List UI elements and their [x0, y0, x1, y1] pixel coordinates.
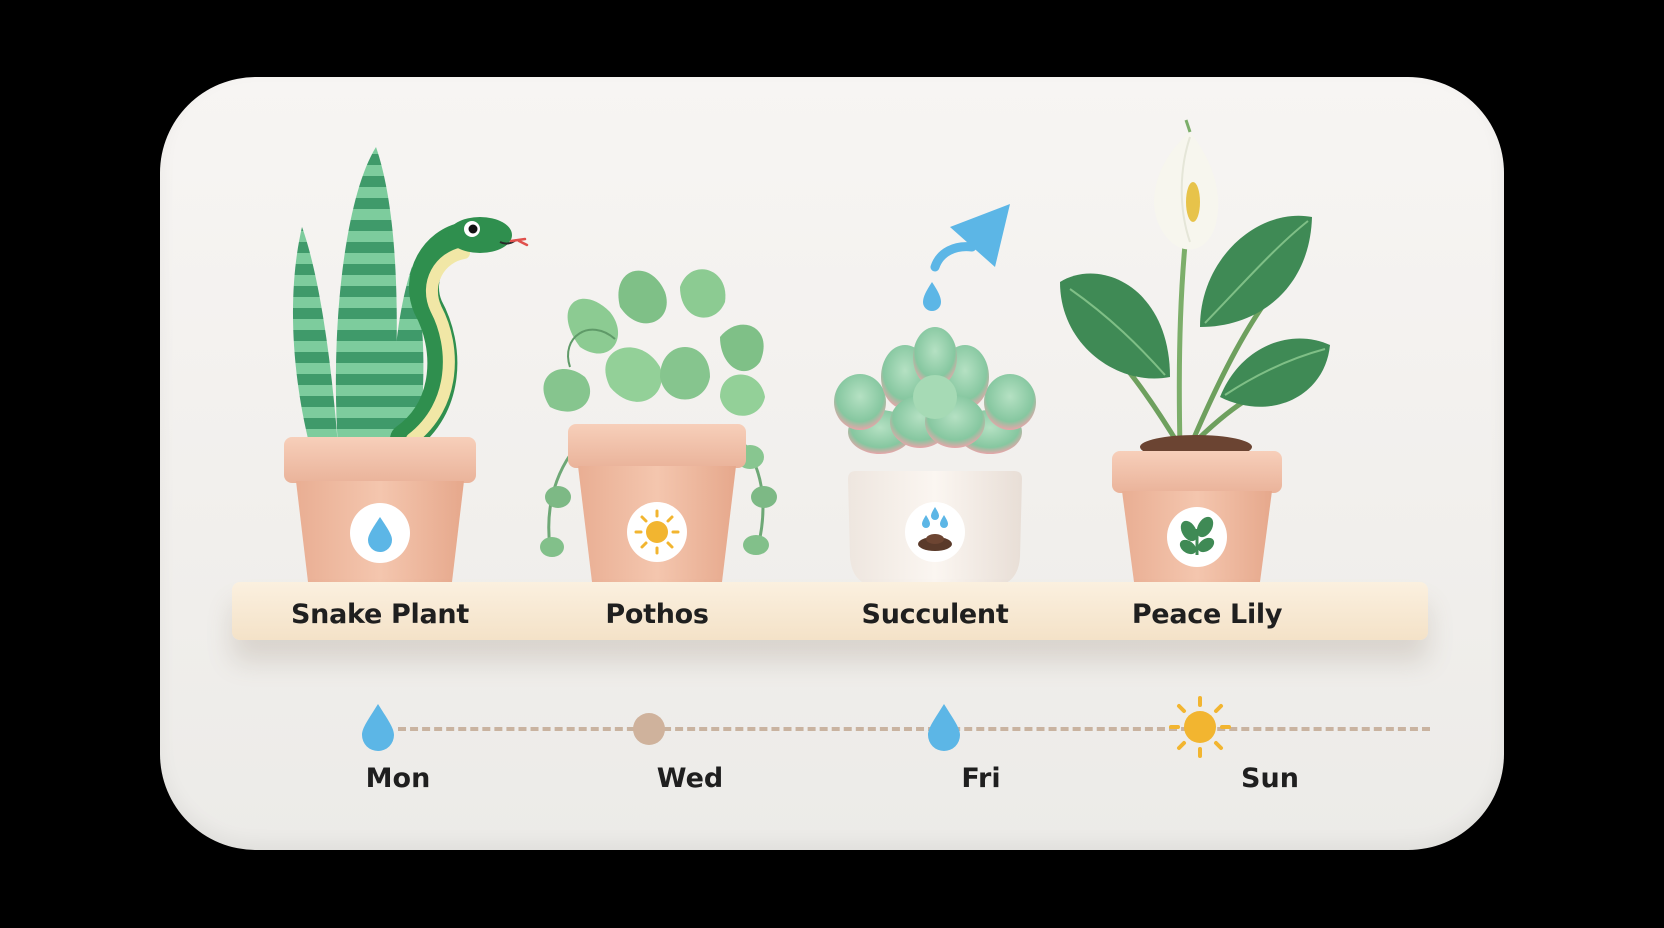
- snake-plant: [284, 147, 529, 587]
- plant-name-succulent: Succulent: [861, 599, 1009, 630]
- lily-flower-icon: [1154, 119, 1219, 250]
- water-drop-icon: [928, 704, 960, 751]
- rest-dot-icon: [633, 713, 665, 745]
- succulent: [834, 204, 1036, 587]
- plant-name-pothos: Pothos: [605, 599, 709, 630]
- shelf: Snake Plant Pothos Succulent Peace Lily: [232, 582, 1428, 640]
- plant-illustrations: [284, 119, 1330, 587]
- water-drop-icon: [368, 517, 392, 552]
- peace-lily: [1060, 119, 1330, 587]
- snake-plant-leaf-icon: [292, 227, 338, 447]
- schedule-day-mon: Mon: [365, 763, 431, 794]
- snake-icon: [390, 217, 529, 454]
- plant-name-snake-plant: Snake Plant: [291, 599, 469, 630]
- soil-water-icon: [918, 507, 952, 551]
- snake-plant-leaf-icon: [335, 147, 397, 447]
- watering-can-icon: [923, 204, 1010, 311]
- schedule-day-fri: Fri: [961, 763, 1001, 794]
- schedule-day-sun: Sun: [1241, 763, 1299, 794]
- leaf-icon: [1179, 516, 1215, 555]
- sun-icon: [1169, 696, 1231, 758]
- pothos: [540, 269, 777, 587]
- sun-icon: [634, 509, 680, 555]
- plant-name-peace-lily: Peace Lily: [1131, 599, 1283, 630]
- schedule-day-wed: Wed: [656, 763, 724, 794]
- plant-care-card: Snake Plant Pothos Succulent Peace Lily …: [160, 77, 1504, 850]
- water-drop-icon: [362, 704, 394, 751]
- schedule-timeline: [398, 727, 1430, 731]
